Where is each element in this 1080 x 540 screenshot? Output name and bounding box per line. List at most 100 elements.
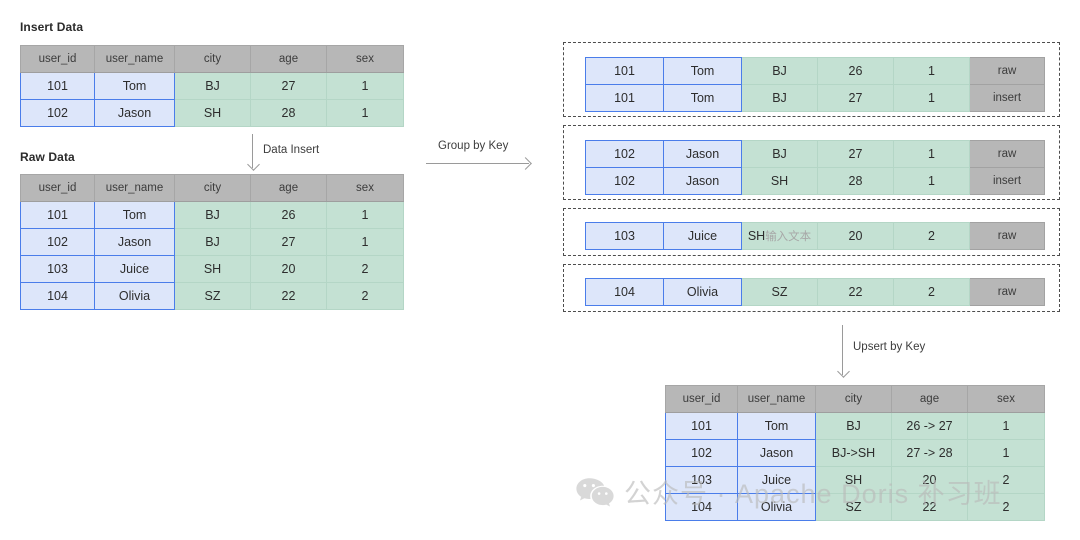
column-header-user-id: user_id [20, 174, 95, 202]
cell-city: SH [741, 167, 818, 195]
cell-user-id: 101 [585, 57, 664, 85]
cell-source-flag: insert [969, 167, 1045, 195]
wechat-icon [575, 476, 615, 508]
cell-age: 26 [250, 201, 327, 229]
column-header-sex: sex [967, 385, 1045, 413]
table-row: 104 Olivia SZ 22 2 [665, 493, 1045, 521]
table-header-row: user_id user_name city age sex [20, 174, 404, 202]
cell-sex: 1 [893, 84, 970, 112]
raw-data-table: user_id user_name city age sex 101 Tom B… [20, 174, 404, 310]
cell-source-flag: raw [969, 222, 1045, 250]
column-header-age: age [250, 174, 327, 202]
group-table-103: 103 Juice SH输入文本 20 2 raw [585, 222, 1045, 250]
cell-age: 20 [891, 466, 968, 494]
cell-sex: 2 [326, 282, 404, 310]
cell-city: SH [815, 466, 892, 494]
cell-user-id: 102 [585, 140, 664, 168]
cell-city: BJ [174, 228, 251, 256]
cell-user-name: Tom [737, 412, 816, 440]
table-row: 104 Olivia SZ 22 2 raw [585, 278, 1045, 306]
ime-placeholder-text: 输入文本 [765, 231, 812, 243]
cell-user-name: Tom [663, 57, 742, 85]
table-row: 101 Tom BJ 27 1 [20, 72, 404, 100]
cell-user-name: Tom [94, 72, 175, 100]
cell-age: 27 [250, 72, 327, 100]
cell-sex: 1 [326, 228, 404, 256]
cell-city: BJ [815, 412, 892, 440]
cell-age: 26 [817, 57, 894, 85]
column-header-city: city [174, 174, 251, 202]
cell-user-id: 101 [665, 412, 738, 440]
cell-age: 28 [817, 167, 894, 195]
table-row: 102 Jason BJ->SH 27 -> 28 1 [665, 439, 1045, 467]
table-row: 101 Tom BJ 26 1 [20, 201, 404, 229]
cell-age: 27 -> 28 [891, 439, 968, 467]
cell-city-value: SH [747, 229, 766, 243]
cell-user-name: Jason [737, 439, 816, 467]
cell-sex: 2 [893, 278, 970, 306]
cell-sex: 1 [893, 140, 970, 168]
cell-user-id: 102 [20, 228, 95, 256]
table-row: 101 Tom BJ 27 1 insert [585, 84, 1045, 112]
cell-city: SH输入文本 [741, 222, 818, 250]
cell-city: BJ [174, 72, 251, 100]
table-row: 102 Jason BJ 27 1 raw [585, 140, 1045, 168]
column-header-sex: sex [326, 174, 404, 202]
cell-user-name: Juice [94, 255, 175, 283]
column-header-age: age [250, 45, 327, 73]
table-row: 102 Jason SH 28 1 insert [585, 167, 1045, 195]
cell-age: 20 [817, 222, 894, 250]
table-row: 103 Juice SH 20 2 [20, 255, 404, 283]
cell-sex: 1 [326, 72, 404, 100]
cell-age: 26 -> 27 [891, 412, 968, 440]
cell-source-flag: raw [969, 140, 1045, 168]
cell-user-id: 101 [585, 84, 664, 112]
cell-user-name: Olivia [94, 282, 175, 310]
upsert-by-key-arrow-label: Upsert by Key [853, 341, 926, 353]
group-table-101: 101 Tom BJ 26 1 raw 101 Tom BJ 27 1 inse… [585, 57, 1045, 112]
cell-user-id: 104 [20, 282, 95, 310]
column-header-city: city [174, 45, 251, 73]
cell-age: 22 [891, 493, 968, 521]
cell-age: 28 [250, 99, 327, 127]
cell-sex: 1 [326, 201, 404, 229]
cell-sex: 2 [967, 466, 1045, 494]
column-header-user-name: user_name [94, 45, 175, 73]
group-table-102: 102 Jason BJ 27 1 raw 102 Jason SH 28 1 … [585, 140, 1045, 195]
table-row: 101 Tom BJ 26 -> 27 1 [665, 412, 1045, 440]
data-insert-arrow [252, 134, 253, 168]
cell-age: 22 [250, 282, 327, 310]
column-header-user-name: user_name [737, 385, 816, 413]
cell-user-name: Jason [663, 167, 742, 195]
cell-city: SZ [741, 278, 818, 306]
cell-user-id: 103 [20, 255, 95, 283]
column-header-user-id: user_id [20, 45, 95, 73]
cell-user-id: 101 [20, 72, 95, 100]
cell-user-name: Olivia [737, 493, 816, 521]
table-row: 102 Jason SH 28 1 [20, 99, 404, 127]
column-header-sex: sex [326, 45, 404, 73]
cell-age: 22 [817, 278, 894, 306]
cell-user-name: Tom [94, 201, 175, 229]
cell-user-name: Jason [663, 140, 742, 168]
cell-user-name: Juice [663, 222, 742, 250]
cell-source-flag: raw [969, 57, 1045, 85]
table-row: 101 Tom BJ 26 1 raw [585, 57, 1045, 85]
table-header-row: user_id user_name city age sex [20, 45, 404, 73]
cell-city: SZ [815, 493, 892, 521]
column-header-user-id: user_id [665, 385, 738, 413]
cell-user-id: 104 [665, 493, 738, 521]
cell-user-id: 102 [20, 99, 95, 127]
table-row: 103 Juice SH输入文本 20 2 raw [585, 222, 1045, 250]
cell-city: BJ->SH [815, 439, 892, 467]
cell-user-name: Olivia [663, 278, 742, 306]
cell-city: SH [174, 99, 251, 127]
upsert-by-key-arrow [842, 325, 843, 375]
cell-age: 27 [817, 84, 894, 112]
table-row: 103 Juice SH 20 2 [665, 466, 1045, 494]
cell-source-flag: insert [969, 84, 1045, 112]
data-insert-arrow-label: Data Insert [263, 144, 320, 156]
cell-sex: 1 [893, 57, 970, 85]
cell-user-id: 102 [665, 439, 738, 467]
group-by-key-arrow-label: Group by Key [438, 140, 509, 152]
